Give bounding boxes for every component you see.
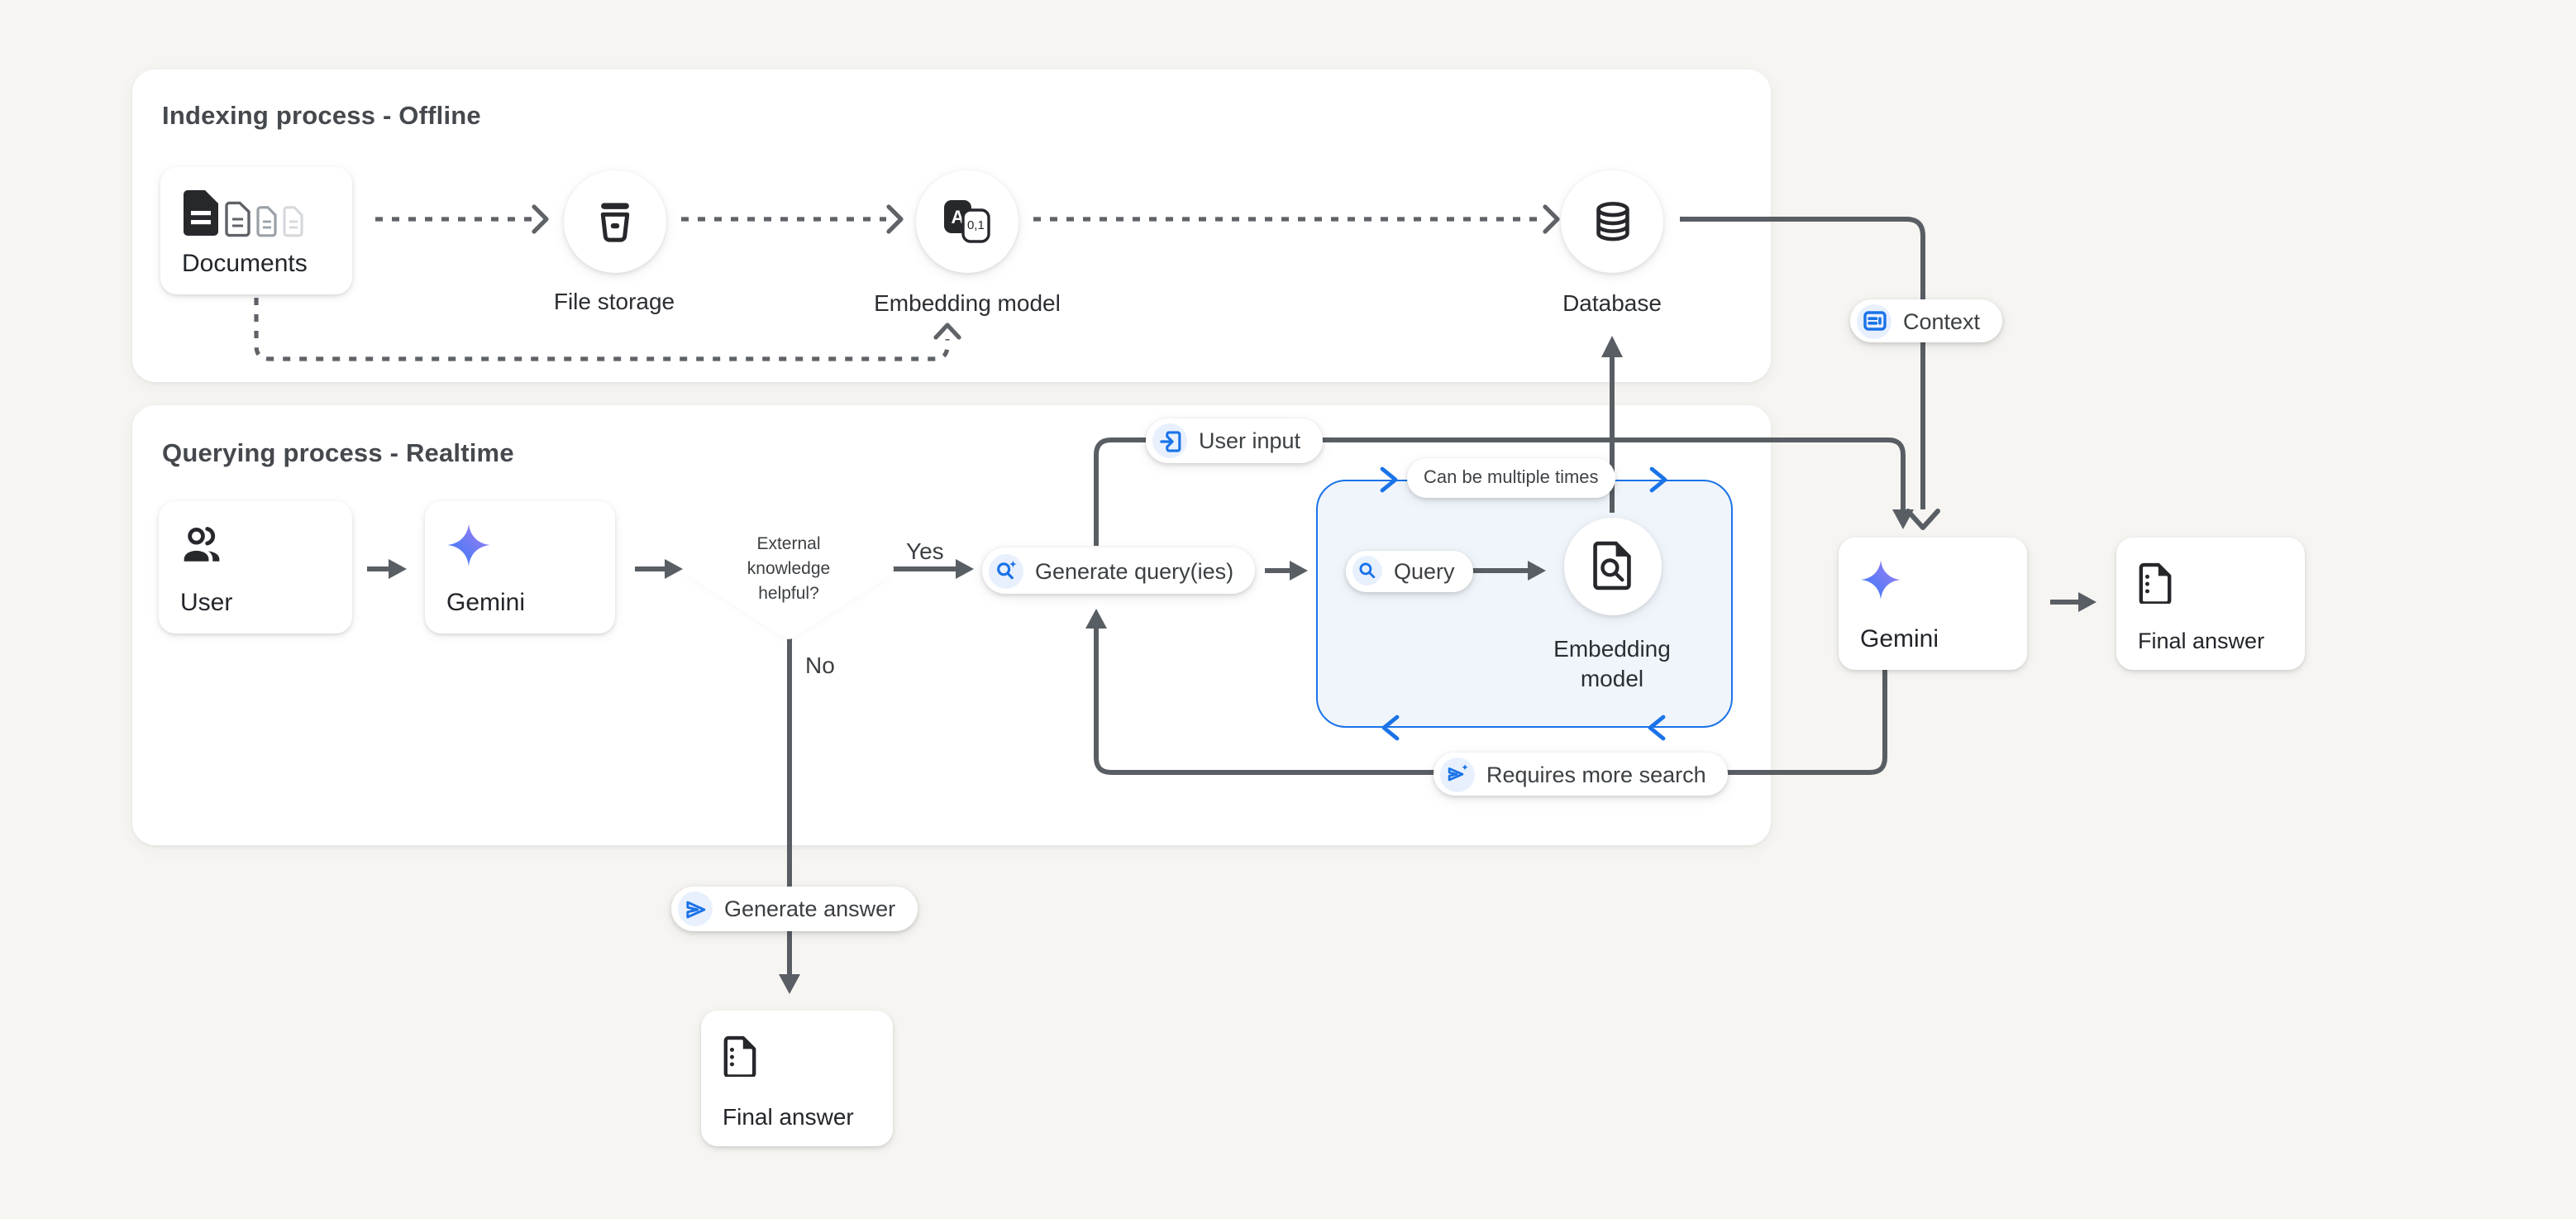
translate-embedding-icon: A 0,1 xyxy=(944,200,990,243)
svg-text:0,1: 0,1 xyxy=(967,218,985,232)
query-node: Query xyxy=(1346,550,1473,591)
final-answer-right-label: Final answer xyxy=(2138,629,2265,653)
database-icon xyxy=(1596,201,1629,241)
embedding-model-offline-node: A 0,1 xyxy=(916,170,1018,273)
can-be-multiple-times-badge: Can be multiple times xyxy=(1407,458,1615,498)
edge-database-context-gemini-arrowhead xyxy=(1906,509,1940,530)
user-input-label: User input xyxy=(1199,428,1301,453)
edge-decision-finalanswer-arrowhead xyxy=(779,974,800,994)
file-storage-label: File storage xyxy=(553,288,675,314)
edge-userinput-gemini xyxy=(1094,437,1906,546)
decision-text: External knowledge helpful? xyxy=(747,534,831,604)
database-node xyxy=(1561,170,1663,273)
user-label: User xyxy=(180,589,233,617)
documents-node: Documents xyxy=(160,167,352,294)
final-answer-bottom-label: Final answer xyxy=(723,1103,854,1130)
panel-indexing-title: Indexing process - Offline xyxy=(162,103,481,131)
decision-node xyxy=(681,495,896,652)
loop-top-left-chevron xyxy=(1380,466,1398,493)
edge-documents-embedding-loop xyxy=(254,298,950,361)
no-edge-label: No xyxy=(805,652,835,678)
requires-more-search-badge: Requires more search xyxy=(1433,753,1728,796)
document-answer-icon xyxy=(2138,562,2173,612)
search-sparkle-icon xyxy=(989,553,1023,588)
edge-gemini-finalanswer-right-arrowhead xyxy=(2078,592,2097,612)
edge-filestorage-embedding-arrowhead xyxy=(886,204,904,234)
loop-bottom-right-chevron xyxy=(1648,715,1666,741)
embedding-model-realtime-node xyxy=(1563,517,1661,614)
loop-bottom-left-chevron xyxy=(1381,715,1400,741)
query-label: Query xyxy=(1394,558,1455,583)
documents-label: Documents xyxy=(182,250,308,278)
send-icon xyxy=(678,892,713,926)
user-input-badge: User input xyxy=(1146,418,1323,463)
context-icon xyxy=(1857,304,1891,338)
requires-more-search-label: Requires more search xyxy=(1486,762,1706,786)
edge-database-context-gemini xyxy=(1680,217,1925,509)
context-label: Context xyxy=(1903,308,1981,333)
edge-requiresmoresearch-return-arrowhead xyxy=(1085,609,1107,629)
embedding-model-realtime-label: Embedding model xyxy=(1553,635,1671,691)
generate-queries-label: Generate query(ies) xyxy=(1035,558,1234,583)
gemini-answer-label: Gemini xyxy=(1860,625,1939,653)
loop-region-can-be-multiple-times xyxy=(1316,480,1733,728)
edge-query-embedding-arrowhead xyxy=(1528,561,1546,581)
edge-documents-filestorage-arrowhead xyxy=(532,204,549,234)
file-storage-node xyxy=(563,170,665,272)
gemini-star-icon xyxy=(1860,559,1901,609)
final-answer-bottom-node: Final answer xyxy=(701,1011,893,1146)
send-sparkle-icon xyxy=(1440,757,1475,791)
loop-top-right-chevron xyxy=(1649,466,1667,493)
gemini-label: Gemini xyxy=(446,589,526,617)
gemini-star-icon xyxy=(446,523,491,576)
edge-embedding-database-arrowhead xyxy=(1543,204,1560,234)
documents-icon xyxy=(182,189,308,246)
embedding-model-offline-label: Embedding model xyxy=(874,289,1061,316)
user-icon xyxy=(180,526,225,572)
gemini-answer-node: Gemini xyxy=(1839,538,2027,670)
edge-decision-generatequeries-arrowhead xyxy=(956,559,974,579)
yes-edge-label: Yes xyxy=(906,538,944,564)
final-answer-right-node: Final answer xyxy=(2116,538,2305,670)
context-badge: Context xyxy=(1850,299,2002,342)
user-node: User xyxy=(159,501,352,633)
can-be-multiple-times-label: Can be multiple times xyxy=(1424,468,1599,488)
gemini-node: Gemini xyxy=(425,501,615,633)
edge-gemini-decision-arrowhead xyxy=(665,559,683,579)
edge-embedding-database-up-arrowhead xyxy=(1601,336,1623,357)
document-search-icon xyxy=(1593,541,1631,590)
input-icon xyxy=(1152,423,1187,458)
generate-queries-node: Generate query(ies) xyxy=(982,547,1256,594)
edge-documents-embedding-loop-arrowhead xyxy=(933,323,961,340)
generate-answer-label: Generate answer xyxy=(724,896,896,921)
database-label: Database xyxy=(1562,289,1662,316)
edge-user-gemini-arrowhead xyxy=(389,559,407,579)
panel-querying-title: Querying process - Realtime xyxy=(162,440,514,468)
document-answer-icon xyxy=(723,1035,757,1085)
svg-text:A: A xyxy=(951,207,964,227)
search-icon xyxy=(1352,556,1382,586)
edge-generatequeries-loop-arrowhead xyxy=(1290,561,1308,581)
generate-answer-badge: Generate answer xyxy=(671,887,918,931)
bucket-icon xyxy=(599,202,629,241)
